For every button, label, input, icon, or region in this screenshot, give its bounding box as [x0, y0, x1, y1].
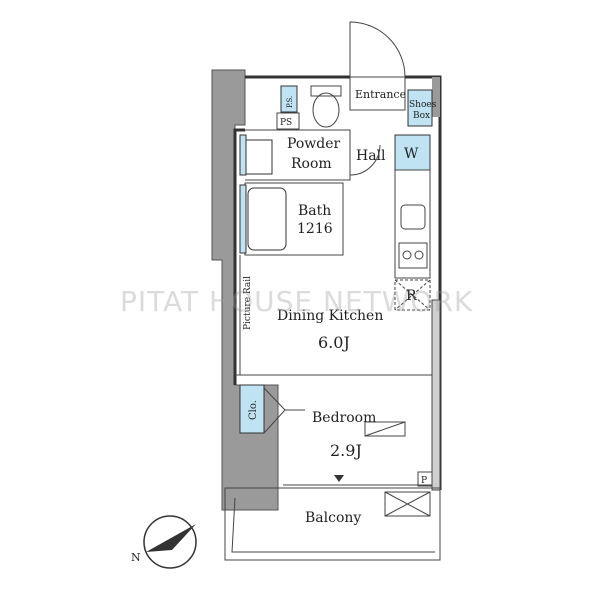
- entrance-label: Entrance: [355, 88, 406, 101]
- washer-area: [394, 134, 431, 171]
- dining-kitchen-label: Dining Kitchen: [277, 308, 383, 324]
- kitchen-sink: [400, 204, 426, 230]
- compass-needle-icon: [146, 524, 196, 552]
- refrigerator-cross: [394, 279, 431, 311]
- picture-rail-label: Picture Rail: [243, 276, 253, 330]
- bath-size: 1216: [297, 221, 333, 237]
- bedroom-wall: [235, 374, 433, 486]
- bath-label: Bath: [298, 203, 331, 219]
- powder-room-label-2: Room: [291, 156, 332, 172]
- compass-north-label: N: [131, 551, 141, 564]
- stove: [398, 242, 428, 269]
- refrigerator-label: R: [406, 288, 417, 304]
- bath-wall-strip: [239, 184, 247, 254]
- ps-label: PS: [280, 118, 292, 128]
- burner-2: [414, 250, 424, 260]
- refrigerator-box: [394, 279, 431, 311]
- shoes-box: [407, 89, 433, 127]
- toilet-bowl: [312, 92, 340, 128]
- toilet-tank: [310, 85, 342, 97]
- washer-label: W: [404, 146, 419, 162]
- entrance-door: [349, 21, 406, 78]
- right-wall-strip: [431, 299, 441, 491]
- compass-ring: [143, 515, 197, 569]
- powder-room-label: Powder: [287, 136, 341, 152]
- balcony-outline: [224, 487, 441, 561]
- bathtub: [247, 187, 287, 251]
- air-conditioner: [364, 421, 406, 437]
- kitchen-counter: [394, 169, 431, 279]
- balcony-label: Balcony: [305, 510, 361, 526]
- shoes-box-label: Shoes: [409, 100, 437, 110]
- hall-label: Hall: [356, 148, 386, 164]
- powder-room-wall: [245, 129, 351, 181]
- dining-kitchen-size: 6.0J: [318, 333, 350, 352]
- pipe-shaft: [280, 85, 298, 113]
- evacuation-hatch: [384, 491, 431, 517]
- watermark: PITAT HOUSE NETWORK: [120, 285, 473, 318]
- closet: [239, 384, 265, 434]
- closet-doors: [263, 387, 305, 434]
- bedroom-window-marker: [334, 475, 344, 482]
- pipe-box: [417, 471, 433, 487]
- hall-door: [349, 144, 381, 176]
- top-right-wall: [432, 77, 440, 117]
- pipe-shaft-label: P.S.: [286, 96, 294, 108]
- burner-1: [402, 250, 412, 260]
- bedroom-label: Bedroom: [312, 410, 376, 426]
- closet-label: Clo.: [248, 400, 259, 420]
- washbasin-strip: [239, 134, 247, 176]
- entrance-box: [349, 76, 406, 111]
- ps-box: [276, 112, 300, 130]
- balcony-rail: [231, 497, 435, 553]
- bedroom-size: 2.9J: [330, 441, 362, 460]
- shoes-box-label-2: Box: [413, 111, 430, 121]
- air-conditioner-line: [364, 421, 406, 437]
- pipe-label: P: [421, 476, 427, 486]
- evacuation-hatch-cross: [384, 491, 431, 517]
- washbasin: [245, 139, 273, 175]
